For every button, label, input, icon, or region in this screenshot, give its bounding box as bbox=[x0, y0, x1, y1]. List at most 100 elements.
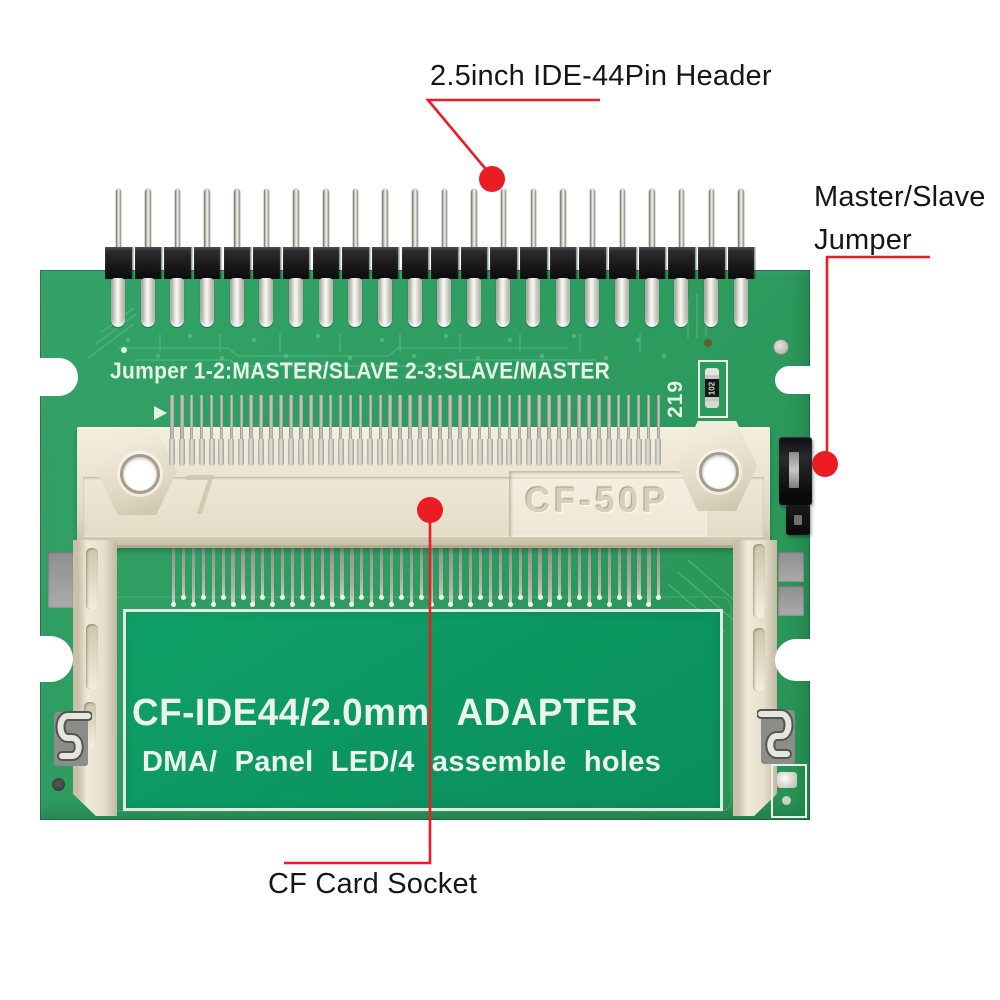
ide-header-segment bbox=[431, 247, 458, 279]
cf-socket-pin-top bbox=[347, 395, 354, 466]
ide-header-segment bbox=[698, 247, 725, 279]
ide-solder-joint bbox=[318, 278, 333, 327]
cf-socket-pin-bottom bbox=[250, 543, 256, 607]
cf-socket-pin-top bbox=[228, 395, 234, 466]
resistor-code: 102 bbox=[707, 381, 717, 396]
ide-solder-joint bbox=[377, 278, 392, 327]
ide-pin bbox=[115, 189, 121, 249]
eject-clip-left bbox=[54, 711, 92, 766]
ide-solder-joint bbox=[555, 278, 570, 327]
cf-socket-pin-bottom bbox=[636, 543, 643, 600]
card-guide-rail-right bbox=[733, 540, 777, 816]
ide-pin bbox=[352, 189, 359, 249]
ide-solder-joint bbox=[288, 278, 303, 327]
cf-socket-pin-top bbox=[635, 395, 642, 466]
cf-socket-pin-top bbox=[456, 395, 463, 466]
led-pad bbox=[782, 796, 791, 805]
ide-header-segment bbox=[223, 247, 251, 279]
cf-socket-pin-top bbox=[188, 395, 195, 466]
master-slave-jumper-label-line2: Jumper bbox=[814, 224, 912, 256]
cf-socket-pin-bottom bbox=[606, 543, 613, 607]
cf-socket-pin-bottom bbox=[279, 543, 286, 600]
cf-socket-pin-bottom bbox=[517, 543, 524, 600]
mounting-notch bbox=[775, 366, 812, 394]
cf-socket-pin-bottom bbox=[616, 543, 623, 600]
silkscreen-dot bbox=[121, 347, 127, 353]
cf-socket-pin-bottom bbox=[477, 543, 484, 600]
cf-socket-pin-bottom bbox=[567, 543, 573, 607]
cf-socket-pin-bottom bbox=[309, 543, 316, 607]
cf-socket-pin-top bbox=[655, 395, 661, 466]
ide-pin bbox=[441, 189, 448, 249]
ide-header-segment bbox=[727, 247, 755, 279]
cf-socket-pin-bottom bbox=[487, 543, 494, 607]
cf-socket-pin-top bbox=[248, 395, 254, 466]
cf-socket-pin-top bbox=[397, 395, 403, 466]
ide-solder-joint bbox=[704, 278, 718, 327]
cf-socket-pin-top bbox=[595, 395, 602, 466]
ide-pin bbox=[560, 189, 566, 249]
rail-slot bbox=[753, 544, 765, 618]
ide-solder-joint bbox=[170, 278, 185, 327]
ide-pin bbox=[649, 189, 655, 249]
cf-socket-pin-bottom bbox=[200, 543, 207, 600]
cf-socket-pin-bottom bbox=[210, 543, 217, 607]
mounting-notch bbox=[36, 636, 73, 682]
ide-pin bbox=[323, 189, 329, 249]
cf-socket-pin-bottom bbox=[378, 543, 385, 600]
cf-socket-pin-bottom bbox=[468, 543, 474, 607]
ide-pin bbox=[530, 189, 537, 249]
cf-socket-pin-bottom bbox=[359, 543, 365, 600]
ide-header-segment bbox=[312, 247, 340, 279]
cf-socket-pin-top bbox=[178, 395, 185, 466]
cf-socket-pin-top bbox=[496, 395, 502, 466]
via-hole bbox=[704, 339, 712, 347]
cf-socket-pin-top bbox=[585, 395, 592, 466]
cf-socket-pin-bottom bbox=[547, 543, 553, 607]
ide-solder-joint bbox=[259, 278, 274, 327]
ide-pin bbox=[708, 189, 714, 249]
ide-header-segment bbox=[134, 247, 162, 279]
cf-socket-pin-top bbox=[337, 395, 344, 466]
ide-pin bbox=[738, 189, 744, 249]
cf-socket-pin-top bbox=[486, 395, 493, 466]
via-pad bbox=[773, 339, 789, 355]
ide-header-segment bbox=[579, 247, 606, 279]
ide-pin bbox=[263, 189, 270, 249]
ide-solder-joint bbox=[526, 278, 541, 327]
ide-solder-joint bbox=[585, 278, 600, 327]
callout-line-jumper bbox=[825, 255, 930, 452]
ide-header-segment bbox=[342, 247, 369, 279]
ide-header-segment bbox=[549, 247, 577, 279]
cf-socket-pin-top bbox=[327, 395, 334, 466]
cf-socket-pin-top bbox=[218, 395, 224, 466]
ide-solder-joint bbox=[437, 278, 452, 327]
cf-socket-pin-top bbox=[437, 395, 443, 466]
cf-socket-pin-top bbox=[387, 395, 393, 466]
ide-solder-joint bbox=[348, 278, 363, 327]
jumper-pin bbox=[794, 515, 802, 525]
cf-socket-pin-top bbox=[407, 395, 413, 466]
pcb-board: Jumper 1-2:MASTER/SLAVE 2-3:SLAVE/MASTER… bbox=[36, 270, 812, 820]
cf-socket-pin-top bbox=[208, 395, 215, 466]
rail-slot bbox=[86, 548, 98, 610]
ide-pin bbox=[174, 189, 181, 249]
cf-socket-pin-top bbox=[268, 395, 274, 466]
silkscreen-text-panel: CF-IDE44/2.0mm ADAPTER DMA/ Panel LED/4 … bbox=[123, 609, 723, 811]
cf-socket-pin-bottom bbox=[428, 543, 435, 607]
cf-socket-pin-bottom bbox=[418, 543, 425, 600]
callout-dot-jumper bbox=[812, 451, 838, 477]
panel-led-outline bbox=[771, 764, 807, 818]
ide-solder-joint bbox=[733, 278, 748, 327]
master-slave-jumper-label: Master/Slave Jumper bbox=[814, 176, 986, 262]
cf-socket-pin-top bbox=[476, 395, 483, 466]
cf-socket-pin-top bbox=[298, 395, 304, 466]
callout-line-ide-header bbox=[425, 98, 600, 174]
cf-socket-pin-bottom bbox=[438, 543, 445, 600]
cf-socket-pin-top bbox=[516, 395, 522, 466]
cf-socket-pin-top bbox=[576, 395, 582, 466]
cf-socket-pin-top bbox=[377, 395, 383, 466]
cf-socket-pin-bottom bbox=[398, 543, 405, 600]
ide-header-segment bbox=[668, 247, 695, 279]
